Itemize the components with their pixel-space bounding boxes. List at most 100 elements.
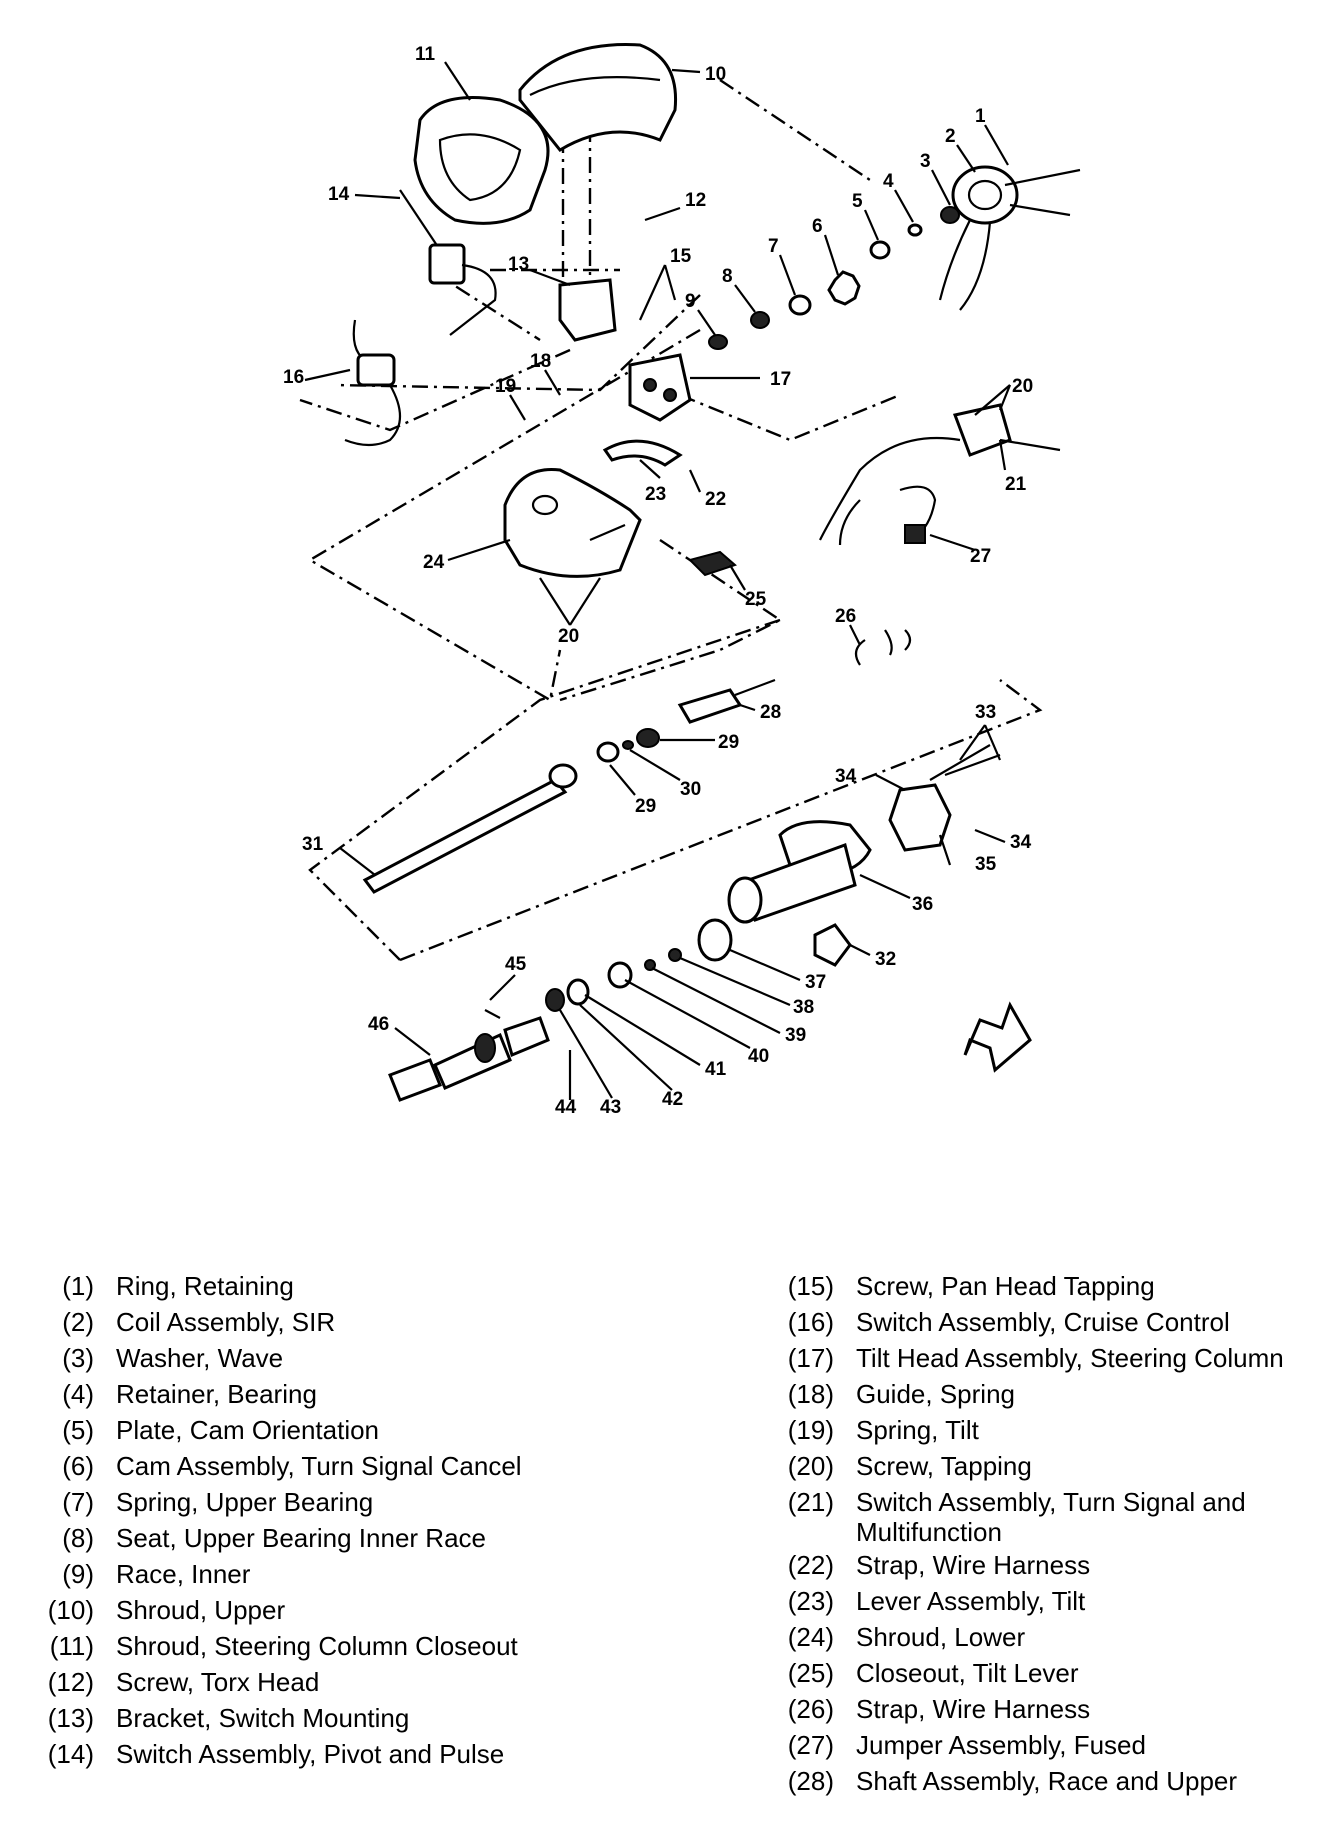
legend-number: (23)	[787, 1586, 834, 1616]
legend-text: Cam Assembly, Turn Signal Cancel	[116, 1451, 522, 1481]
callout-label: 18	[530, 351, 551, 372]
part-bracket-32	[813, 923, 852, 967]
part-column-jacket	[727, 744, 1001, 924]
legend-row: (14)Switch Assembly, Pivot and Pulse	[22, 1736, 642, 1772]
legend-number: (15)	[787, 1271, 834, 1301]
legend-number: (7)	[62, 1487, 94, 1517]
legend-number: (4)	[62, 1379, 94, 1409]
legend-row: (13) Bracket, Switch Mounting	[22, 1700, 642, 1736]
legend-text: Lever Assembly, Tilt	[856, 1586, 1086, 1616]
callout-label: 44	[555, 1097, 577, 1118]
legend-text: Coil Assembly, SIR	[116, 1307, 336, 1337]
callout-label: 14	[328, 184, 350, 205]
legend-number: (10)	[47, 1595, 94, 1625]
callout-label: 8	[722, 266, 733, 287]
legend-number: (20)	[787, 1451, 834, 1481]
legend-text: Screw, Torx Head	[116, 1667, 320, 1697]
exploded-view-diagram: 1 2 3 4 5 6 7 8 9 10 11 12 13 14 15 16 1…	[283, 43, 1081, 1118]
legend-row: (19)Spring, Tilt	[762, 1412, 1322, 1448]
legend-row: (23) Lever Assembly, Tilt	[762, 1583, 1322, 1619]
legend-row: (21)Switch Assembly, Turn Signal and Mul…	[762, 1484, 1322, 1547]
legend-row: (7)Spring, Upper Bearing	[22, 1484, 642, 1520]
callout-label: 12	[685, 190, 706, 211]
legend-text: Seat, Upper Bearing Inner Race	[116, 1523, 486, 1553]
legend-text: Race, Inner	[116, 1559, 251, 1589]
legend-text: Switch Assembly, Pivot and Pulse	[116, 1739, 505, 1769]
callout-label: 40	[748, 1046, 769, 1067]
legend-number: (9)	[62, 1559, 94, 1589]
legend-number: (16)	[787, 1307, 834, 1337]
legend-text: Guide, Spring	[856, 1379, 1015, 1409]
legend-number: (28)	[787, 1766, 834, 1796]
callout-label: 43	[600, 1097, 621, 1118]
legend-row: (25) Closeout, Tilt Lever	[762, 1655, 1322, 1691]
legend-number: (24)	[787, 1622, 834, 1652]
callout-label: 29	[718, 732, 739, 753]
legend-row: (10) Shroud, Upper	[22, 1592, 642, 1628]
legend-text: Closeout, Tilt Lever	[856, 1658, 1079, 1688]
legend-number: (21)	[787, 1487, 834, 1517]
legend-row: (6)Cam Assembly, Turn Signal Cancel	[22, 1448, 642, 1484]
legend-row: (2) Coil Assembly, SIR	[22, 1304, 642, 1340]
legend-text: Screw, Pan Head Tapping	[856, 1271, 1155, 1301]
callout-label: 38	[793, 997, 814, 1018]
legend-row: (12)Screw, Torx Head	[22, 1664, 642, 1700]
legend-row: (16)Switch Assembly, Cruise Control	[762, 1304, 1322, 1340]
part-bearing-stack	[708, 206, 960, 350]
legend-number: (2)	[62, 1307, 94, 1337]
callout-label: 30	[680, 779, 701, 800]
alignment-lines	[299, 75, 1043, 962]
part-switch-bracket	[558, 278, 617, 342]
legend-number: (18)	[787, 1379, 834, 1409]
legend-row: (9) Race, Inner	[22, 1556, 642, 1592]
callout-label: 11	[415, 44, 436, 65]
part-turn-signal-switch	[819, 403, 1061, 546]
callout-label: 21	[1005, 474, 1027, 495]
legend-text: Spring, Tilt	[856, 1415, 979, 1445]
callout-label: 31	[302, 834, 324, 855]
legend-number: (22)	[787, 1550, 834, 1580]
callout-label: 27	[970, 546, 991, 567]
callout-label: 20	[1012, 376, 1033, 397]
legend-row: (3)Washer, Wave	[22, 1340, 642, 1376]
legend-number: (26)	[787, 1694, 834, 1724]
legend-number: (17)	[787, 1343, 834, 1373]
callout-label: 34	[1010, 832, 1032, 853]
callout-label: 6	[812, 216, 823, 237]
legend-number: (11)	[49, 1631, 94, 1661]
callout-label: 5	[852, 191, 863, 212]
callout-label: 20	[558, 626, 579, 647]
leader-lines	[304, 61, 1012, 1100]
callout-label: 36	[912, 894, 933, 915]
part-pivot-switch	[399, 189, 497, 336]
legend-row: (27)Jumper Assembly, Fused	[762, 1727, 1322, 1763]
legend-number: (1)	[62, 1271, 94, 1301]
callout-label: 17	[770, 369, 791, 390]
legend-text: Strap, Wire Harness	[856, 1550, 1091, 1580]
legend-number: (13)	[47, 1703, 94, 1733]
part-cruise-switch	[344, 319, 401, 447]
legend-row: (8)Seat, Upper Bearing Inner Race	[22, 1520, 642, 1556]
callout-label: 29	[635, 796, 656, 817]
legend-number: (5)	[62, 1415, 94, 1445]
legend-number: (27)	[787, 1730, 834, 1760]
part-intermediate-shaft	[388, 1009, 550, 1102]
part-tilt-closeout	[688, 550, 737, 577]
callout-label: 46	[368, 1014, 389, 1035]
legend-text: Ring, Retaining	[116, 1271, 294, 1301]
legend-text: Bracket, Switch Mounting	[116, 1703, 410, 1733]
legend-text: Shroud, Upper	[116, 1595, 286, 1625]
direction-arrow-icon	[963, 1001, 1032, 1073]
legend-row: (11)Shroud, Steering Column Closeout	[22, 1628, 642, 1664]
callout-label: 26	[835, 606, 856, 627]
callout-label: 16	[283, 367, 304, 388]
legend-number: (25)	[787, 1658, 834, 1688]
callout-label: 4	[883, 171, 894, 192]
callout-label: 23	[645, 484, 666, 505]
parts-legend-right: (15) Screw, Pan Head Tapping(16)Switch As…	[762, 1268, 1322, 1799]
legend-text: Washer, Wave	[116, 1343, 284, 1373]
callout-label: 33	[975, 702, 996, 723]
legend-text: Shroud, Lower	[856, 1622, 1026, 1652]
callout-label: 13	[508, 254, 529, 275]
legend-text: Strap, Wire Harness	[856, 1694, 1091, 1724]
